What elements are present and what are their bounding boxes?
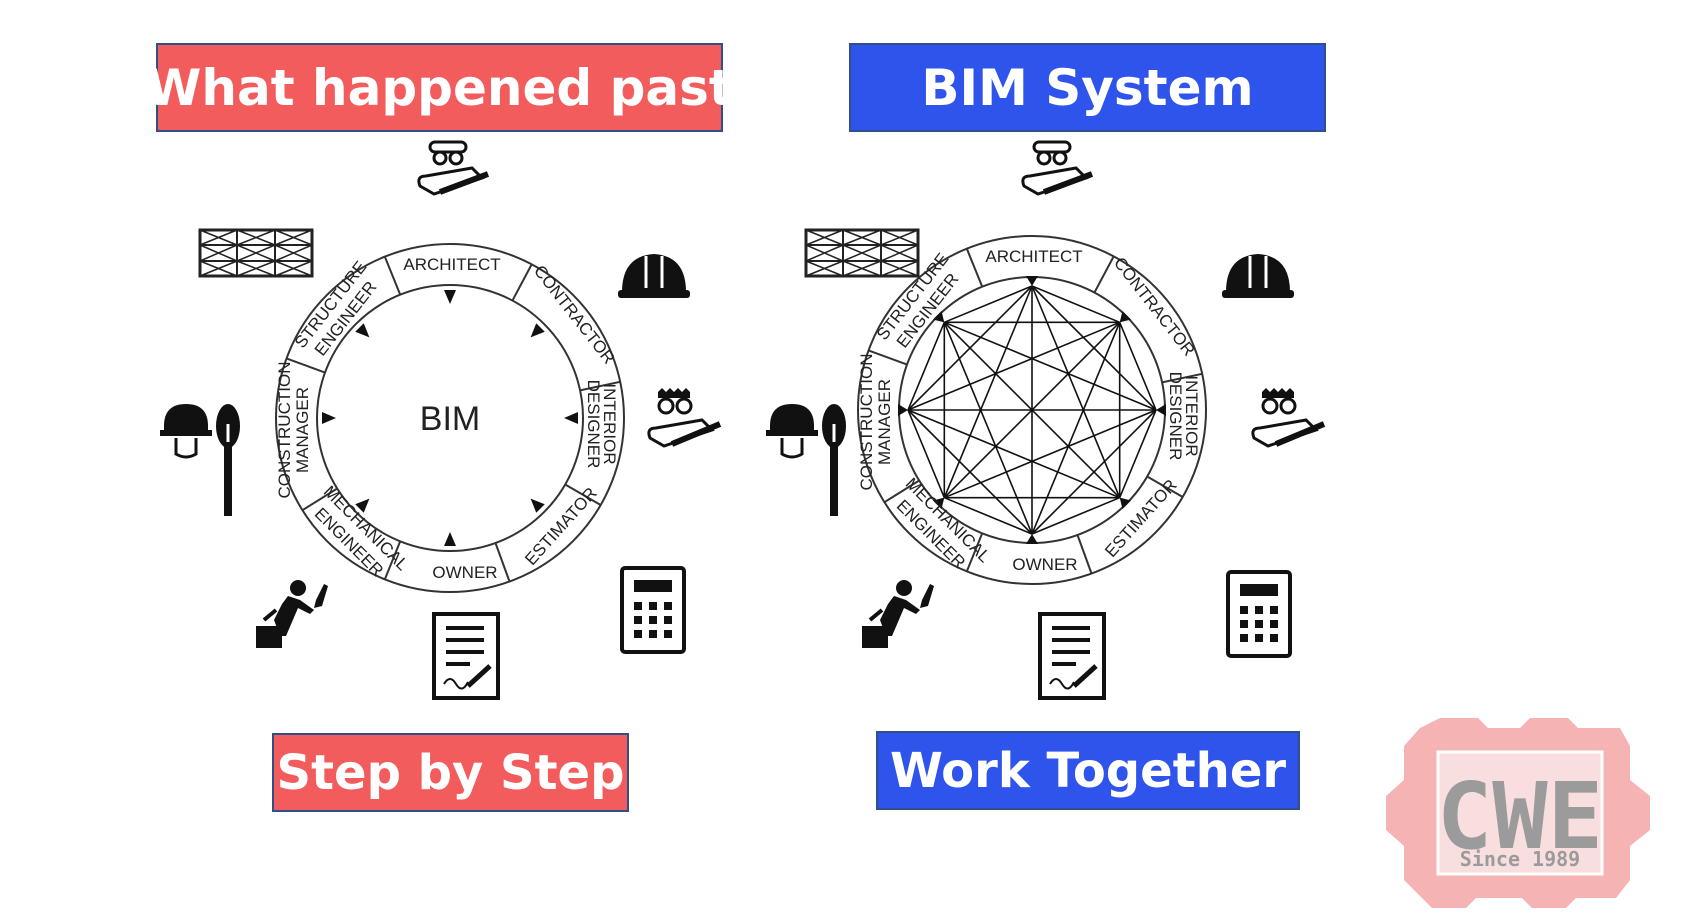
designer-icon xyxy=(1253,388,1324,446)
collaboration-network xyxy=(907,285,1157,535)
ring-divider xyxy=(383,540,402,580)
role-architect: ARCHITECT xyxy=(985,247,1082,266)
network-link xyxy=(1118,322,1157,411)
cwe-logo: CWE Since 1989 xyxy=(1386,718,1650,908)
role-interior: INTERIOR xyxy=(600,383,619,464)
role-estimator: ESTIMATOR xyxy=(521,484,600,569)
architect-icon xyxy=(1023,142,1092,194)
role-contractor: CONTRACTOR xyxy=(1110,254,1199,360)
ring-arrow xyxy=(322,412,336,424)
network-node-arrow xyxy=(1156,404,1166,416)
network-node-arrow xyxy=(1119,497,1131,509)
left-ring-arrows xyxy=(322,290,578,546)
role-construction: CONSTRUCTION xyxy=(275,362,294,499)
left-ring-dividers xyxy=(286,256,621,582)
network-link xyxy=(907,409,946,498)
ring-arrow xyxy=(444,532,456,546)
ring-divider xyxy=(883,479,920,504)
ring-arrow xyxy=(530,323,545,338)
architect-icon xyxy=(419,142,488,194)
hardhat-icon xyxy=(1220,252,1296,300)
role-construction: CONSTRUCTION xyxy=(857,354,876,491)
ring-divider xyxy=(868,349,908,366)
ring-arrow xyxy=(355,323,370,338)
network-node-arrow xyxy=(1026,276,1038,286)
ring-divider xyxy=(965,248,984,288)
role-owner: OWNER xyxy=(432,563,497,582)
ring-divider xyxy=(383,256,402,296)
hardhat-icon xyxy=(616,252,692,300)
network-link xyxy=(1031,322,1121,535)
ring-divider xyxy=(1161,372,1203,384)
role-manager: MANAGER xyxy=(875,379,894,465)
logo-letters: CWE xyxy=(1437,763,1603,870)
ring-divider xyxy=(564,483,602,506)
network-link xyxy=(943,285,1033,498)
ring-divider xyxy=(286,357,326,374)
network-link xyxy=(943,321,1121,499)
network-node-arrow xyxy=(933,497,945,509)
calculator-icon xyxy=(620,566,686,654)
ring-divider xyxy=(1076,534,1093,574)
role-architect: ARCHITECT xyxy=(403,255,500,274)
document-icon xyxy=(1040,614,1104,698)
network-link xyxy=(944,409,1157,499)
ring-divider xyxy=(301,487,338,512)
scaffold-icon xyxy=(198,228,314,278)
banner-bim-system: BIM System xyxy=(849,43,1326,132)
shovel-icon xyxy=(158,402,242,518)
network-node-arrows xyxy=(898,276,1166,544)
network-link xyxy=(907,322,946,411)
calculator-icon xyxy=(1226,570,1292,658)
network-node-arrow xyxy=(1026,534,1038,544)
logo-since: Since 1989 xyxy=(1460,847,1580,871)
ring-divider xyxy=(579,380,621,392)
worker-icon xyxy=(860,578,936,650)
left-ring xyxy=(275,243,625,593)
network-node-arrow xyxy=(933,311,945,323)
ring-arrow xyxy=(564,412,578,424)
network-link xyxy=(944,496,1033,535)
role-designer: DESIGNER xyxy=(584,380,603,469)
role-owner: OWNER xyxy=(1012,555,1077,574)
worker-icon xyxy=(254,578,330,650)
ring-divider xyxy=(965,532,984,572)
network-node-arrow xyxy=(898,404,908,416)
designer-icon xyxy=(649,388,720,446)
shovel-icon xyxy=(764,402,848,518)
network-node-arrow xyxy=(1119,311,1131,323)
network-link xyxy=(1031,285,1120,324)
network-link xyxy=(944,321,1157,411)
network-link xyxy=(943,322,1033,535)
ring-divider xyxy=(494,542,511,582)
ring-arrow xyxy=(530,498,545,513)
role-interior: INTERIOR xyxy=(1182,375,1201,456)
banner-past: What happened past xyxy=(146,43,733,132)
network-link xyxy=(907,321,1120,411)
network-link xyxy=(907,409,1033,535)
document-icon xyxy=(434,614,498,698)
network-link xyxy=(1031,285,1121,498)
ring-divider xyxy=(1146,475,1184,498)
ring-divider xyxy=(1093,255,1115,294)
banner-work-together: Work Together xyxy=(876,731,1300,810)
ring-arrow xyxy=(355,498,370,513)
network-link xyxy=(944,285,1033,324)
role-contractor: CONTRACTOR xyxy=(530,262,619,368)
scaffold-icon xyxy=(804,228,920,278)
banner-step-by-step: Step by Step xyxy=(272,733,629,812)
network-link xyxy=(1118,409,1157,498)
network-link xyxy=(1031,496,1120,535)
ring-arrow xyxy=(444,290,456,304)
role-designer: DESIGNER xyxy=(1166,372,1185,461)
role-manager: MANAGER xyxy=(293,387,312,473)
ring-divider xyxy=(511,263,533,302)
right-ring-dividers xyxy=(868,248,1203,574)
network-link xyxy=(907,409,1120,499)
center-label-bim: BIM xyxy=(420,400,480,438)
